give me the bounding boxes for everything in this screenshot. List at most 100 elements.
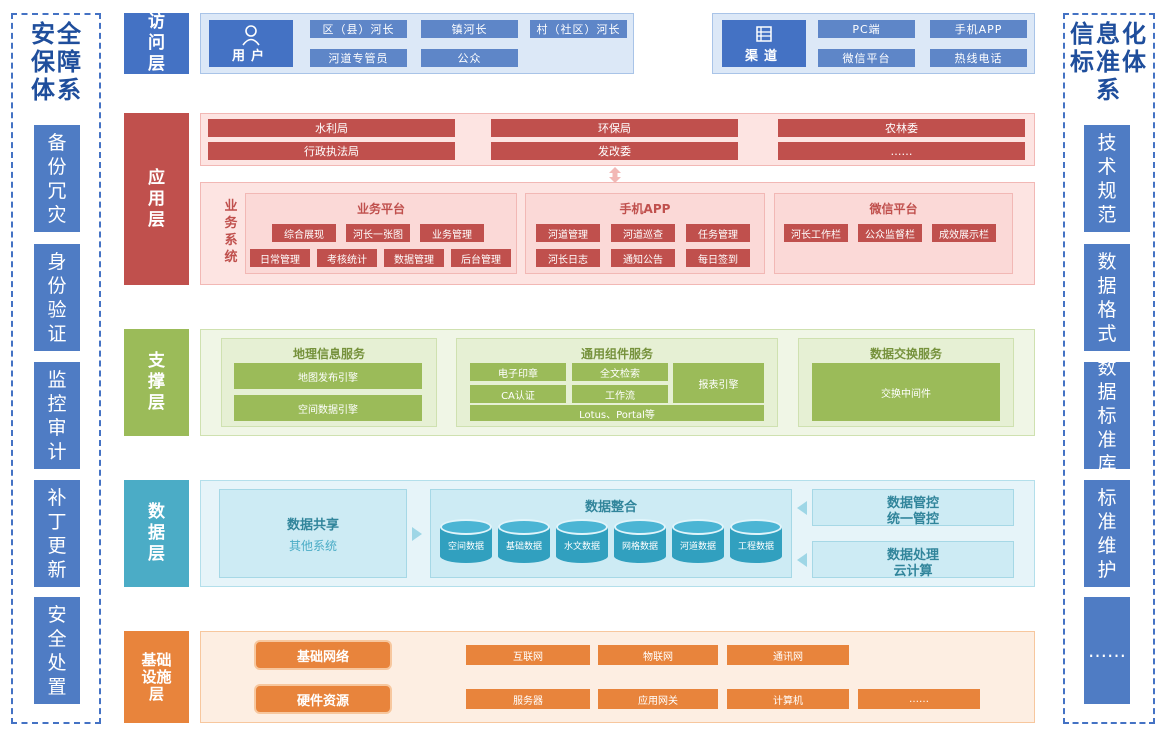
data-share-title: 数据共享: [286, 518, 339, 533]
network-item: 通讯网: [727, 645, 849, 665]
standard-column-frame: [1063, 13, 1155, 724]
standard-item-data-format: 数据格式: [1084, 244, 1130, 351]
channel-item: 微信平台: [818, 49, 915, 67]
hardware-label: 硬件资源: [254, 684, 392, 714]
data-control-panel: [812, 489, 1014, 526]
biz-system-label: 业务系统: [224, 199, 238, 265]
channel-item: 手机APP: [930, 20, 1027, 38]
common-component-item: 全文检索: [572, 363, 668, 381]
security-item-patch: 补丁更新: [34, 480, 80, 587]
data-share-panel: [219, 489, 407, 578]
agency-item: 环保局: [491, 119, 738, 137]
database-label: 网格数据: [621, 542, 658, 552]
wechat-item: 河长工作栏: [784, 224, 848, 242]
channel-item: 热线电话: [930, 49, 1027, 67]
common-component-item: CA认证: [470, 385, 566, 403]
data-exchange-item: 交换中间件: [812, 363, 1000, 421]
security-item-identity: 身份验证: [34, 244, 80, 351]
database-cylinder: 水文数据: [556, 519, 608, 569]
data-control-subtitle: 统一管控: [886, 512, 939, 527]
wechat-item: 成效展示栏: [932, 224, 996, 242]
agency-item: 行政执法局: [208, 142, 455, 160]
database-cylinder: 工程数据: [730, 519, 782, 569]
database-cylinder: 空间数据: [440, 519, 492, 569]
data-integration-title: 数据整合: [584, 500, 637, 515]
network-item: 互联网: [466, 645, 590, 665]
standard-item-tech-spec: 技术规范: [1084, 125, 1130, 232]
common-component-item: 工作流: [572, 385, 668, 403]
biz-platform-item: 数据管理: [384, 249, 444, 267]
database-cylinder: 基础数据: [498, 519, 550, 569]
standard-item-maintenance: 标准维护: [1084, 480, 1130, 587]
app-layer-label: 应用层: [124, 113, 189, 285]
database-label: 基础数据: [505, 542, 542, 552]
access-layer-label: 访问层: [124, 12, 189, 74]
mobile-app-item: 河长日志: [536, 249, 600, 267]
double-arrow-icon: [609, 167, 621, 183]
agency-item: 发改委: [491, 142, 738, 160]
channel-box: 渠道: [722, 20, 806, 67]
common-component-item: 报表引擎: [673, 363, 764, 403]
biz-platform-title: 业务平台: [356, 202, 405, 216]
data-exchange-title: 数据交换服务: [869, 347, 942, 361]
agency-item: 水利局: [208, 119, 455, 137]
arrow-left-icon: [797, 553, 807, 567]
biz-platform-item: 考核统计: [317, 249, 377, 267]
data-process-subtitle: 云计算: [893, 564, 933, 579]
standard-item-more: ……: [1084, 597, 1130, 704]
standard-column-title: 信息化标准体系: [1070, 20, 1148, 104]
infra-layer-label: 基础设施层: [124, 631, 189, 723]
security-item-backup: 备份冗灾: [34, 125, 80, 232]
data-control-title: 数据管控: [886, 496, 939, 511]
geo-service-item: 空间数据引擎: [234, 395, 422, 421]
geo-service-item: 地图发布引擎: [234, 363, 422, 389]
biz-platform-item: 河长一张图: [346, 224, 410, 242]
mobile-app-item: 河道巡查: [611, 224, 675, 242]
biz-platform-item: 业务管理: [420, 224, 484, 242]
data-process-panel: [812, 541, 1014, 578]
mobile-app-item: 河道管理: [536, 224, 600, 242]
agency-item: ……: [778, 142, 1025, 160]
database-label: 空间数据: [447, 542, 484, 552]
biz-platform-item: 综合展现: [272, 224, 336, 242]
mobile-app-item: 通知公告: [611, 249, 675, 267]
wechat-item: 公众监督栏: [858, 224, 922, 242]
server-icon: [756, 26, 772, 42]
biz-platform-item: 日常管理: [250, 249, 310, 267]
hardware-item: 应用网关: [598, 689, 718, 709]
database-label: 水文数据: [563, 542, 600, 552]
user-label: 用户: [231, 49, 270, 64]
user-item: 镇河长: [421, 20, 518, 38]
mobile-app-item: 每日签到: [686, 249, 750, 267]
security-item-audit: 监控审计: [34, 362, 80, 469]
network-label: 基础网络: [254, 640, 392, 670]
user-item: 区（县）河长: [310, 20, 407, 38]
mobile-app-title: 手机APP: [619, 202, 671, 216]
data-share-subtitle: 其他系统: [288, 539, 337, 553]
arrow-left-icon: [797, 501, 807, 515]
database-label: 工程数据: [737, 542, 774, 552]
user-item: 公众: [421, 49, 518, 67]
agency-item: 农林委: [778, 119, 1025, 137]
common-component-item: Lotus、Portal等: [470, 405, 764, 421]
channel-label: 渠道: [744, 49, 783, 64]
person-icon: [242, 25, 260, 46]
data-layer-label: 数据层: [124, 480, 189, 587]
channel-item: PC端: [818, 20, 915, 38]
mobile-app-item: 任务管理: [686, 224, 750, 242]
network-item: 物联网: [598, 645, 718, 665]
database-cylinder: 网格数据: [614, 519, 666, 569]
wechat-title: 微信平台: [869, 202, 918, 216]
security-item-handling: 安全处置: [34, 597, 80, 704]
user-box: 用户: [209, 20, 293, 67]
hardware-item: 服务器: [466, 689, 590, 709]
database-label: 河道数据: [679, 542, 716, 552]
standard-item-data-library: 数据标准库: [1084, 357, 1130, 475]
support-layer-label: 支撑层: [124, 329, 189, 436]
security-column-title: 安全保障体系: [31, 20, 83, 104]
security-column-frame: [11, 13, 101, 724]
geo-service-title: 地理信息服务: [292, 347, 365, 361]
hardware-item: 计算机: [727, 689, 849, 709]
biz-platform-item: 后台管理: [451, 249, 511, 267]
database-cylinder: 河道数据: [672, 519, 724, 569]
